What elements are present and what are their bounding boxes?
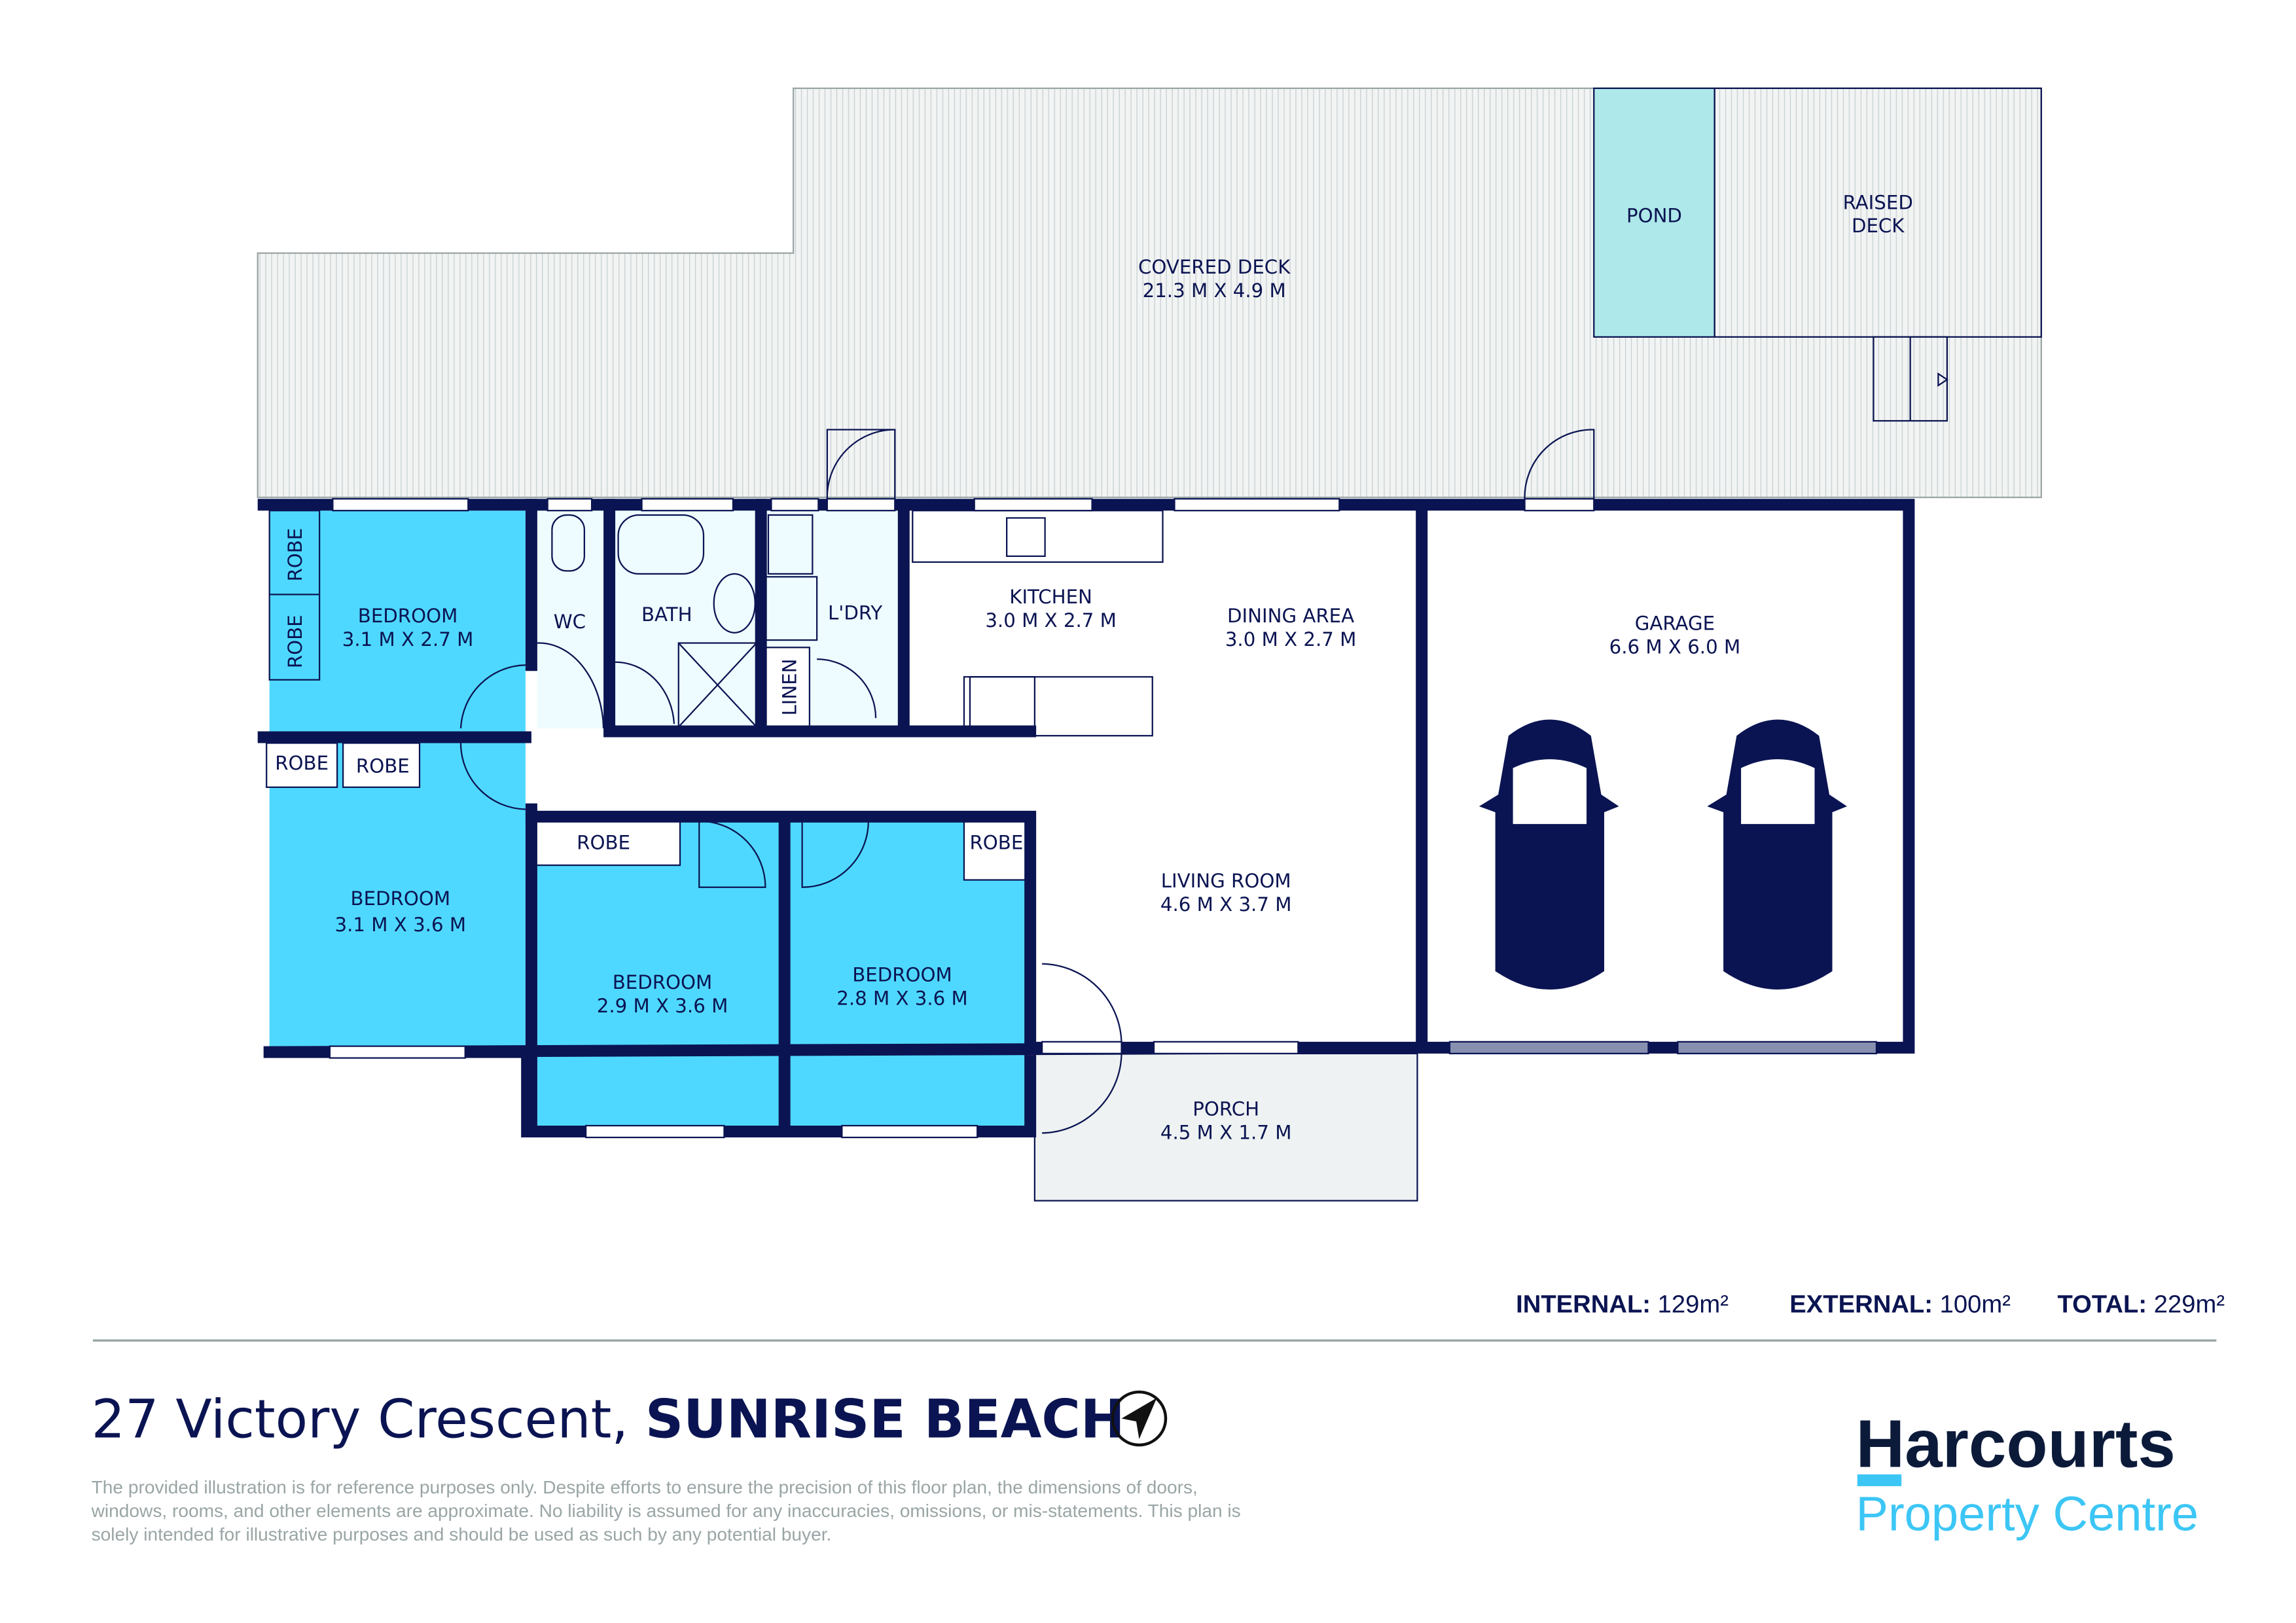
bedroom-3-floor bbox=[533, 821, 780, 1126]
garage-label: GARAGE bbox=[1635, 612, 1715, 634]
porch-label: PORCH bbox=[1193, 1097, 1259, 1120]
raised-deck-label: RAISED bbox=[1843, 191, 1913, 213]
robe-label: ROBE bbox=[284, 528, 306, 582]
car-icon bbox=[1707, 719, 1847, 990]
disclaimer-line: solely intended for illustrative purpose… bbox=[92, 1524, 832, 1544]
harcourts-logo: Harcourts Property Centre bbox=[1856, 1406, 2198, 1541]
car-icon bbox=[1479, 719, 1619, 990]
bedroom-4-label: BEDROOM bbox=[852, 964, 952, 986]
bedroom-2-size: 3.1 M X 3.6 M bbox=[335, 914, 467, 936]
dining-size: 3.0 M X 2.7 M bbox=[1225, 628, 1357, 651]
total-area: TOTAL: 229m² bbox=[2058, 1291, 2225, 1319]
bath-floor bbox=[615, 510, 759, 728]
disclaimer-line: windows, rooms, and other elements are a… bbox=[91, 1501, 1241, 1521]
pond-label: POND bbox=[1626, 205, 1682, 227]
living-label: LIVING ROOM bbox=[1161, 870, 1291, 892]
external-area: EXTERNAL: 100m² bbox=[1789, 1291, 2011, 1319]
disclaimer-line: The provided illustration is for referen… bbox=[92, 1477, 1198, 1497]
bath-label: BATH bbox=[641, 603, 692, 626]
bedroom-2-floor bbox=[269, 743, 526, 1048]
robe-label: ROBE bbox=[970, 831, 1024, 853]
bedroom-3-size: 2.9 M X 3.6 M bbox=[597, 995, 728, 1017]
internal-area: INTERNAL: 129m² bbox=[1516, 1291, 1729, 1319]
bedroom-4-size: 2.8 M X 3.6 M bbox=[836, 988, 968, 1010]
linen-label: LINEN bbox=[779, 658, 801, 715]
dining-label: DINING AREA bbox=[1227, 605, 1354, 627]
north-compass-icon bbox=[1111, 1390, 1168, 1447]
porch-size: 4.5 M X 1.7 M bbox=[1160, 1121, 1292, 1143]
pond bbox=[1593, 87, 1715, 338]
raised-deck-label: DECK bbox=[1852, 215, 1905, 237]
living-size: 4.6 M X 3.7 M bbox=[1160, 893, 1292, 916]
brand-subtitle: Property Centre bbox=[1856, 1486, 2198, 1541]
covered-deck-label: COVERED DECK bbox=[1138, 256, 1291, 278]
robe-label: ROBE bbox=[284, 615, 306, 668]
laundry-label: L'DRY bbox=[828, 602, 882, 624]
deck-stairs bbox=[1873, 336, 1948, 422]
walls bbox=[257, 498, 1915, 1139]
wc-label: WC bbox=[554, 611, 586, 633]
windows bbox=[329, 498, 1878, 1139]
bedroom-1-label: BEDROOM bbox=[358, 605, 458, 627]
kitchen-label: KITCHEN bbox=[1009, 586, 1092, 608]
covered-deck-size: 21.3 M X 4.9 M bbox=[1143, 279, 1286, 302]
kitchen-size: 3.0 M X 2.7 M bbox=[985, 609, 1117, 632]
bedroom-1-size: 3.1 M X 2.7 M bbox=[342, 628, 474, 651]
robe-label: ROBE bbox=[577, 831, 630, 853]
robe-label: ROBE bbox=[275, 752, 329, 774]
covered-deck bbox=[257, 87, 2042, 582]
address: 27 Victory Crescent, SUNRISE BEACH bbox=[92, 1389, 1125, 1451]
robe-label: ROBE bbox=[356, 755, 410, 777]
bedroom-3-label: BEDROOM bbox=[613, 971, 713, 993]
porch-floor bbox=[1033, 1052, 1418, 1202]
brand-name: Harcourts bbox=[1856, 1406, 2175, 1482]
bedroom-1-floor bbox=[269, 510, 526, 732]
bedroom-2-label: BEDROOM bbox=[351, 887, 451, 910]
garage-size: 6.6 M X 6.0 M bbox=[1609, 635, 1741, 658]
